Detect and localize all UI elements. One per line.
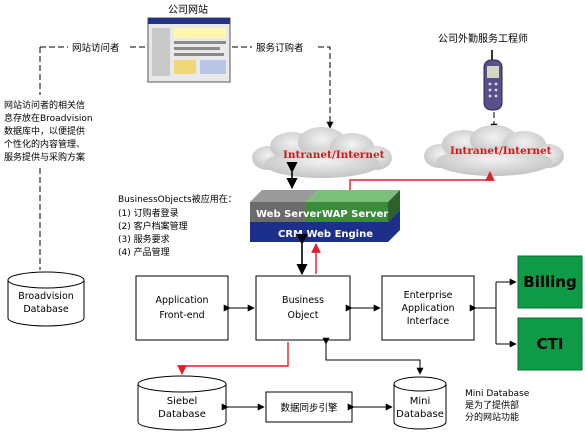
bo-note-item: (2) 客户档案管理 <box>118 220 188 232</box>
app-frontend-label: Front-end <box>159 310 204 321</box>
mini-database: Mini Database <box>393 376 447 430</box>
field-engineer-label: 公司外勤服务工程师 <box>438 32 528 45</box>
wapserver-cloud-link <box>349 171 495 190</box>
intranet-cloud-left: Intranet/Internet <box>252 127 392 178</box>
sync-engine-box <box>265 391 353 423</box>
mobile-phone-icon <box>483 50 503 111</box>
business-object-label: Business <box>282 295 324 306</box>
intranet-left-label: Intranet/Internet <box>283 149 385 161</box>
mini-note-line: 是为了提供部 <box>465 399 519 411</box>
broadvision-database: Broadvision Database <box>7 271 85 327</box>
left-note-line: 息存放在Broadvision <box>4 112 93 124</box>
mini-db-label: Mini <box>410 396 431 407</box>
left-note-line: 个性化的内容管理、 <box>4 138 85 150</box>
app-frontend-label: Application <box>155 295 208 306</box>
bo-siebel-red-link <box>177 342 289 375</box>
left-note-line: 数据库中，以便提供 <box>4 125 85 137</box>
crm-engine-label: CRM Web Engine <box>278 229 373 240</box>
bo-note-item: (4) 产品管理 <box>118 246 170 258</box>
siebel-db-label: Siebel <box>167 396 198 407</box>
subscriber-label: 服务订购者 <box>256 42 304 54</box>
business-object-label: Object <box>288 310 319 321</box>
billing-box <box>517 255 583 309</box>
mini-db-label: Database <box>396 409 444 420</box>
subscriber-cloud-connector <box>318 46 334 129</box>
cti-label: CTI <box>537 335 564 353</box>
mini-note-line: 分的网站功能 <box>465 411 519 423</box>
mini-note-line: Mini Database <box>465 389 530 399</box>
bo-note-item: (3) 服务要求 <box>118 233 170 245</box>
web-server-label: Web Server <box>256 209 321 220</box>
bo-note: BusinessObjects被应用在： (1) 订购者登录 (2) 客户档案管… <box>118 193 237 258</box>
broadvision-db-label: Broadvision <box>18 291 74 302</box>
eai-label: Application <box>401 303 454 314</box>
left-note-line: 网站访问者的相关信 <box>4 99 85 111</box>
left-note-line: 服务提供与采购方案 <box>4 151 85 163</box>
siebel-database: Siebel Database <box>137 375 227 431</box>
eai-label: Enterprise <box>404 290 453 301</box>
bo-note-title: BusinessObjects被应用在： <box>118 193 237 205</box>
website-thumbnail-icon <box>147 17 231 83</box>
application-frontend-box <box>135 275 229 341</box>
visitor-label: 网站访问者 <box>72 42 120 54</box>
bo-mini-link <box>322 337 424 375</box>
mini-db-note: Mini Database 是为了提供部 分的网站功能 <box>465 389 530 423</box>
server-stack: Web Server WAP Server CRM Web Engine <box>250 190 400 242</box>
intranet-right-label: Intranet/Internet <box>450 145 552 157</box>
intranet-cloud-right: Intranet/Internet <box>424 125 564 176</box>
billing-label: Billing <box>523 273 576 291</box>
enterprise-app-interface-box <box>381 275 475 341</box>
left-note: 网站访问者的相关信 息存放在Broadvision 数据库中，以便提供 个性化的… <box>4 99 93 163</box>
siebel-db-label: Database <box>158 409 206 420</box>
broadvision-db-label: Database <box>23 304 68 315</box>
website-title: 公司网站 <box>168 3 208 16</box>
business-object-box <box>255 275 351 341</box>
bo-note-item: (1) 订购者登录 <box>118 207 179 219</box>
eai-label: Interface <box>407 316 450 327</box>
sync-engine-label: 数据同步引擎 <box>280 402 338 414</box>
cti-box <box>517 317 583 371</box>
wap-server-label: WAP Server <box>322 209 388 220</box>
